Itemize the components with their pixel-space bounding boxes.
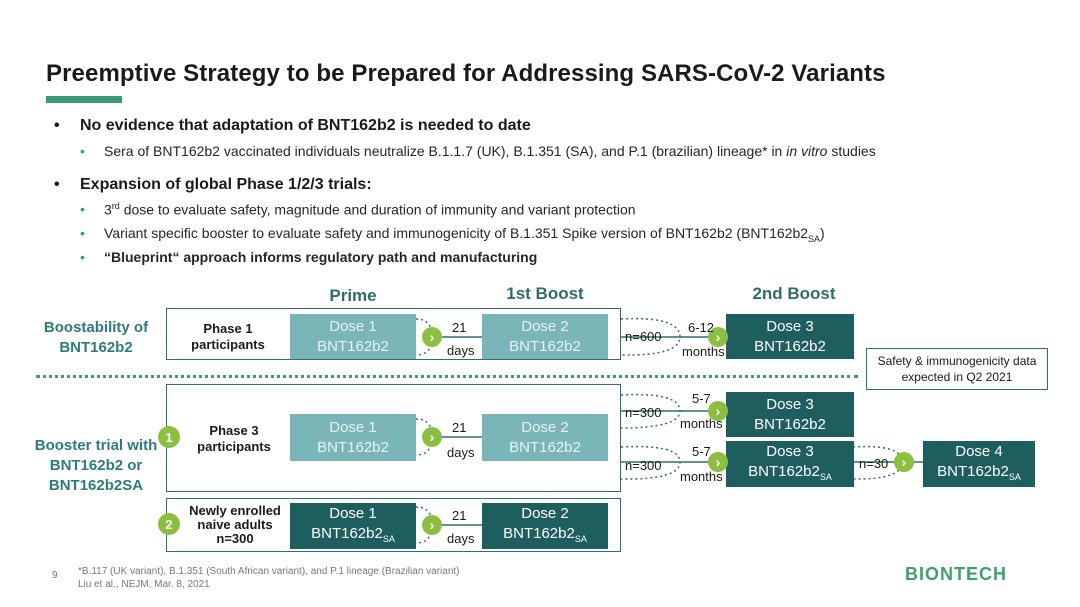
bullet-2-3-bold: “Blueprint“ (104, 249, 180, 265)
phase3-dose1-box: Dose 1 BNT162b2 (290, 414, 416, 461)
vaccine-label: BNT162b2 (509, 438, 581, 456)
dose-label: Dose 3 (766, 317, 814, 335)
bullet-2-2-sub: SA (808, 233, 821, 244)
dose-label: Dose 3 (766, 442, 814, 460)
interval-unit: days (447, 531, 475, 546)
step-number-2: 2 (158, 513, 180, 535)
interval-range: 5-7 (692, 444, 711, 459)
bullet-1-text: No evidence that adaptation of BNT162b2 … (80, 117, 531, 134)
dose-label: Dose 1 (329, 418, 377, 436)
bullet-2-1-num: 3 (104, 201, 112, 218)
bullet-2-1-sup: rd (111, 201, 120, 211)
n-label: n=300 (625, 458, 662, 473)
phase3-dose2-box: Dose 2 BNT162b2 (482, 414, 608, 461)
interval-number: 21 (452, 320, 467, 335)
chevron-right-icon: › (422, 515, 442, 535)
dose-label: Dose 2 (521, 418, 569, 436)
row-label-boostability: Boostability of BNT162b2 (43, 319, 149, 356)
reference: Liu et al., NEJM, Mar. 8, 2021 (78, 579, 210, 590)
dose-label: Dose 3 (766, 395, 814, 413)
n-label: n=300 (625, 405, 662, 420)
bullet-2-1-rest: dose to evaluate safety, magnitude and d… (119, 201, 636, 218)
interval-unit: days (447, 343, 475, 358)
footnote: *B.117 (UK variant), B.1.351 (South Afri… (78, 566, 460, 577)
interval-unit: months (680, 416, 723, 431)
naive-adults-label: Newly enrolled naive adults n=300 (189, 503, 281, 546)
chevron-right-icon: › (708, 452, 728, 472)
bullet-2-2: • Variant specific booster to evaluate s… (80, 225, 825, 244)
bullet-1: • No evidence that adaptation of BNT162b… (54, 117, 531, 135)
vaccine-sa-label: BNT162b2SA (503, 524, 587, 544)
chevron-right-icon: › (708, 401, 728, 421)
bullet-dot: • (54, 176, 60, 193)
bullet-1-1-italic: in vitro (786, 143, 828, 159)
row-separator (36, 375, 858, 378)
n-label: n=600 (625, 329, 662, 344)
bullet-dot: • (80, 201, 85, 217)
safety-data-note: Safety & immunogenicity data expected in… (866, 348, 1048, 390)
bullet-dot: • (54, 117, 60, 134)
bullet-2-text: Expansion of global Phase 1/2/3 trials: (80, 176, 372, 193)
chevron-right-icon: › (422, 427, 442, 447)
dose-label: Dose 2 (521, 504, 569, 522)
interval-range: 6-12 (688, 320, 715, 335)
biontech-logo: BIONTECH (905, 564, 1007, 584)
vaccine-label: BNT162b2 (754, 415, 826, 433)
naive-dose2-sa-box: Dose 2 BNT162b2SA (482, 503, 608, 549)
vaccine-label: BNT162b2 (317, 438, 389, 456)
vaccine-label: BNT162b2 (754, 337, 826, 355)
phase3-dose4-sa-box: Dose 4 BNT162b2SA (923, 441, 1035, 487)
bullet-2-3: • “Blueprint“ approach informs regulator… (80, 249, 538, 265)
page-number: 9 (52, 570, 58, 581)
column-header-1st-boost: 1st Boost (506, 284, 584, 303)
bullet-dot: • (80, 249, 85, 265)
step-number-1: 1 (158, 426, 180, 448)
phase1-dose3-box: Dose 3 BNT162b2 (726, 314, 854, 359)
bullet-2: • Expansion of global Phase 1/2/3 trials… (54, 176, 372, 194)
interval-number: 21 (452, 508, 467, 523)
bullet-2-3-text: approach informs regulatory path and man… (179, 249, 538, 265)
phase3-dose3-box: Dose 3 BNT162b2 (726, 392, 854, 437)
bullet-2-2-text: Variant specific booster to evaluate saf… (104, 225, 809, 241)
column-header-prime: Prime (329, 286, 377, 305)
phase3-participants-label: Phase 3 participants (197, 423, 271, 454)
bullet-2-1: • 3rd dose to evaluate safety, magnitude… (80, 201, 636, 218)
bullet-2-2-after: ) (820, 225, 825, 241)
chevron-right-icon: › (708, 327, 728, 347)
dose-label: Dose 1 (329, 504, 377, 522)
phase3-dose3-sa-box: Dose 3 BNT162b2SA (726, 441, 854, 487)
title-underline (46, 96, 122, 103)
interval-unit: months (680, 469, 723, 484)
chevron-right-icon: › (422, 327, 442, 347)
vaccine-label: BNT162b2 (317, 337, 389, 355)
vaccine-sa-label: BNT162b2SA (937, 462, 1021, 482)
column-header-2nd-boost: 2nd Boost (752, 284, 836, 303)
phase1-dose1-box: Dose 1 BNT162b2 (290, 314, 416, 359)
n-label: n=30 (859, 456, 889, 471)
bullet-1-1: • Sera of BNT162b2 vaccinated individual… (80, 143, 876, 159)
dose-label: Dose 2 (521, 317, 569, 335)
bullet-1-1-after: studies (827, 143, 876, 159)
vaccine-sa-label: BNT162b2SA (748, 462, 832, 482)
bullet-dot: • (80, 143, 85, 159)
bullet-dot: • (80, 225, 85, 241)
dose-label: Dose 1 (329, 317, 377, 335)
phase1-dose2-box: Dose 2 BNT162b2 (482, 314, 608, 359)
vaccine-label: BNT162b2 (509, 337, 581, 355)
interval-unit: months (682, 344, 725, 359)
page-title: Preemptive Strategy to be Prepared for A… (46, 60, 886, 87)
interval-unit: days (447, 445, 475, 460)
chevron-right-icon: › (894, 452, 914, 472)
interval-range: 5-7 (692, 391, 711, 406)
naive-dose1-sa-box: Dose 1 BNT162b2SA (290, 503, 416, 549)
bullet-1-1-text: Sera of BNT162b2 vaccinated individuals … (104, 143, 787, 159)
phase1-participants-label: Phase 1 participants (191, 321, 265, 352)
row-label-booster-trial: Booster trial with BNT162b2 or BNT162b2S… (34, 437, 158, 494)
dose-label: Dose 4 (955, 442, 1003, 460)
vaccine-sa-label: BNT162b2SA (311, 524, 395, 544)
interval-number: 21 (452, 420, 467, 435)
